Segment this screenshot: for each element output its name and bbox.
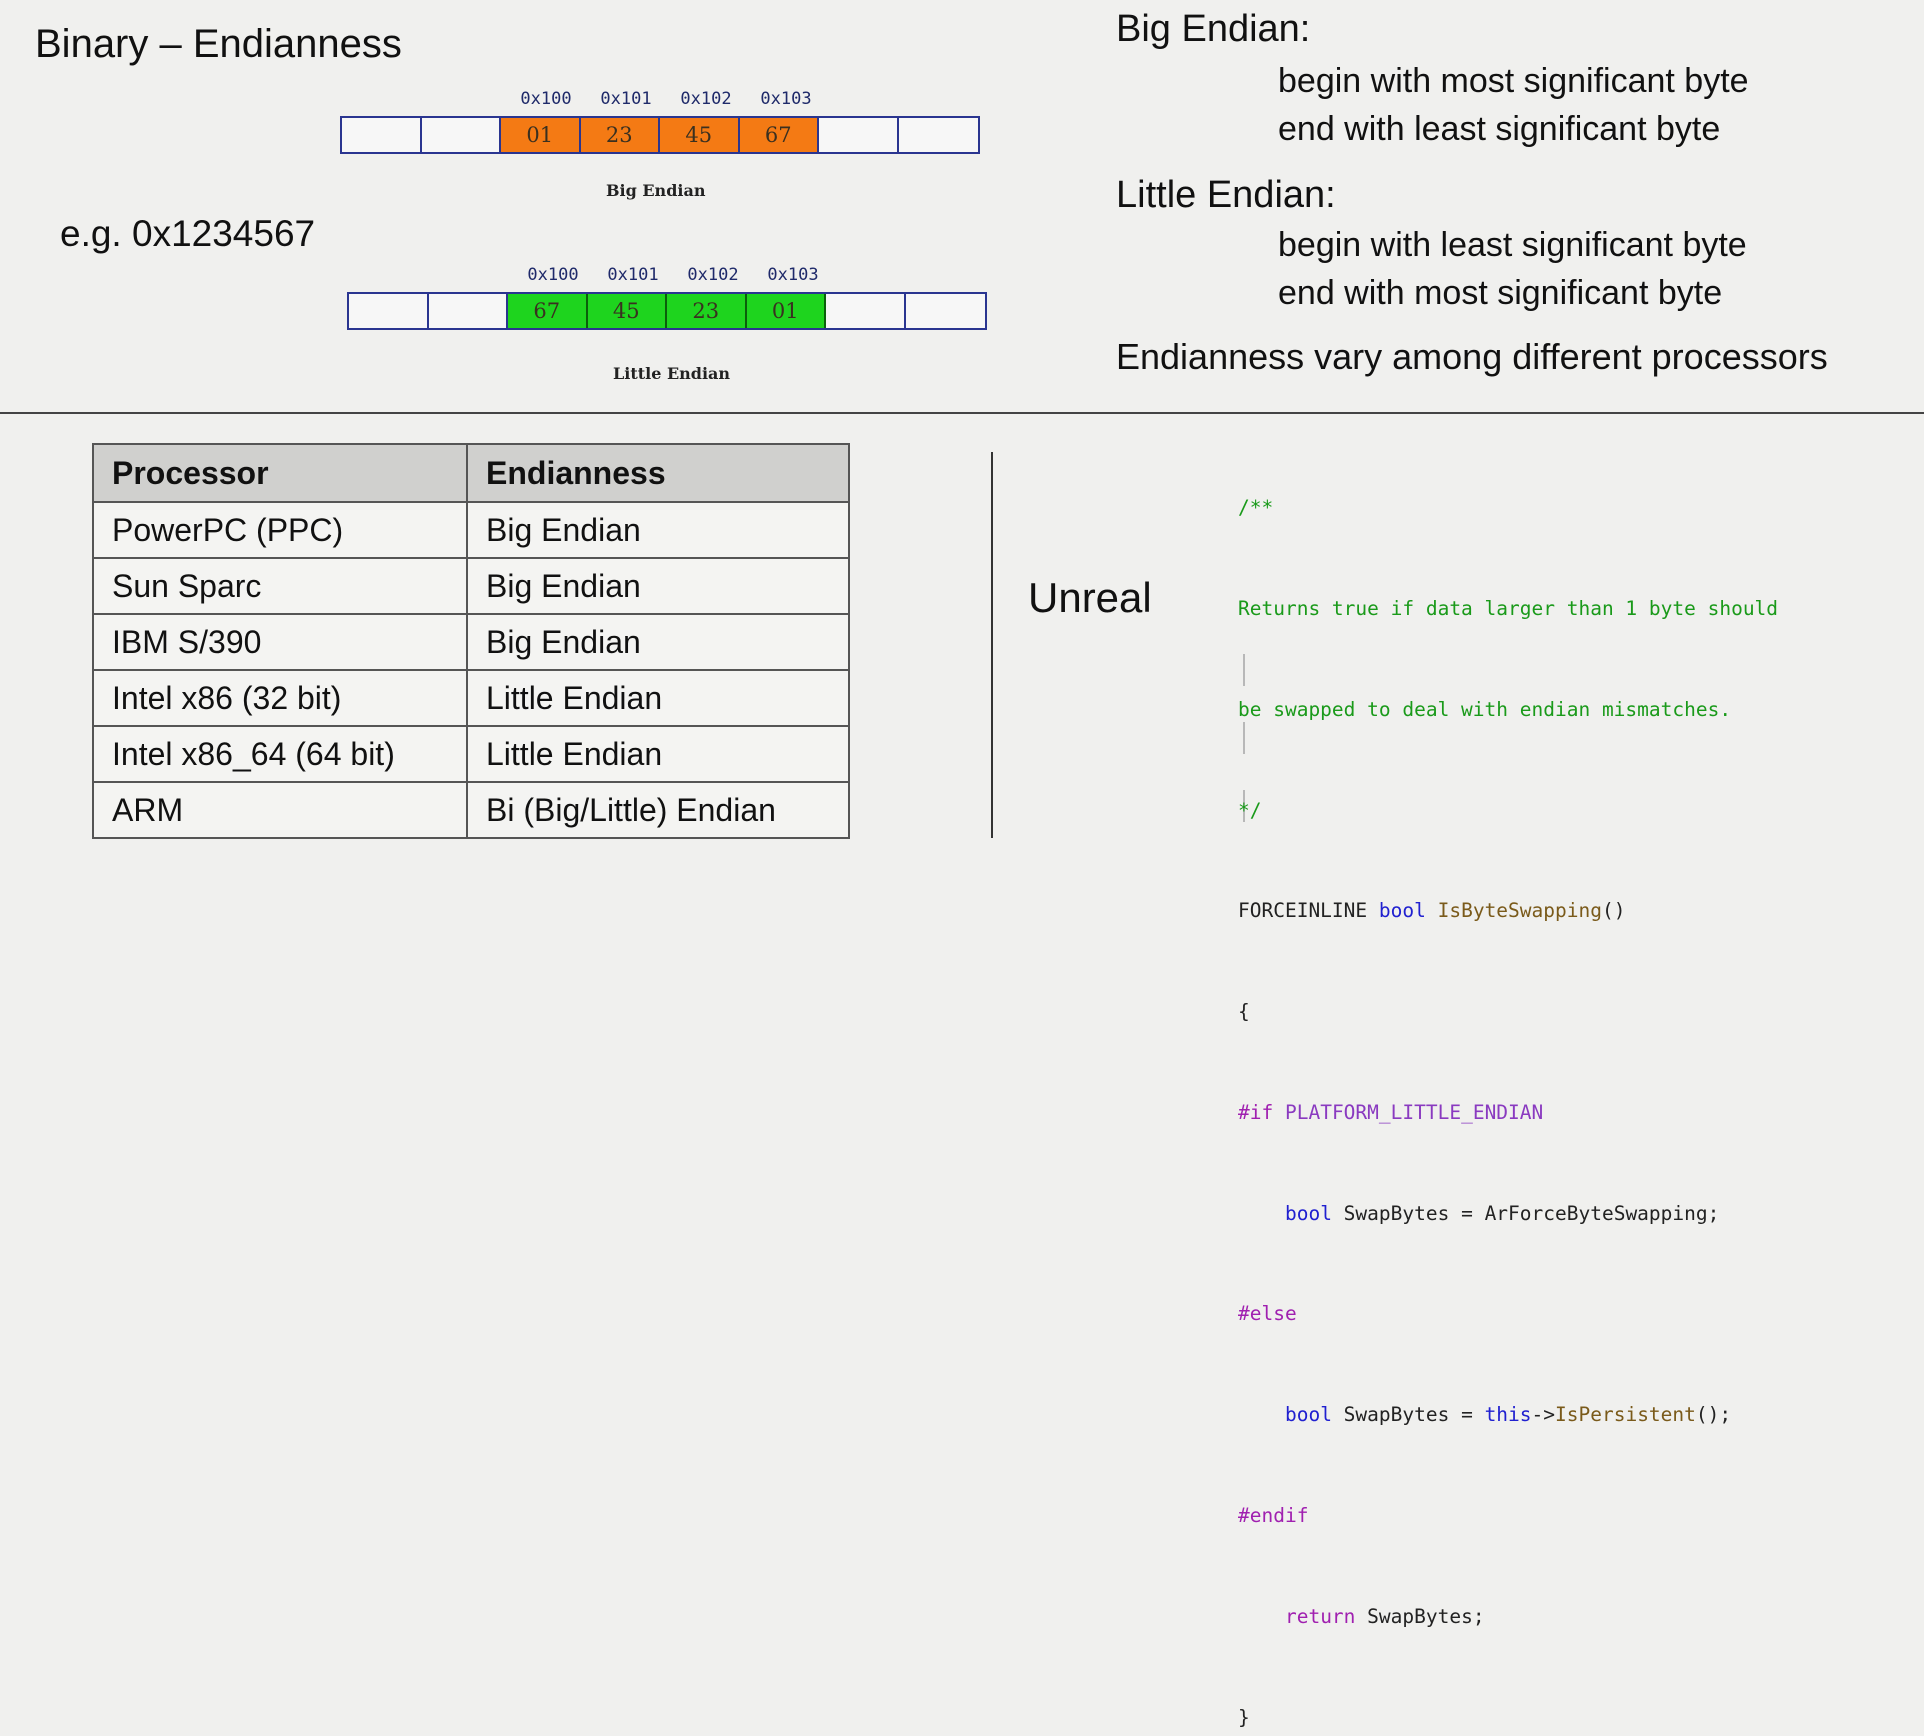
empty-byte-cell xyxy=(826,294,906,328)
byte-cell: 23 xyxy=(580,118,660,152)
empty-byte-cell xyxy=(899,118,978,152)
byte-cell: 67 xyxy=(508,294,588,328)
code-token: SwapBytes = xyxy=(1331,1403,1485,1427)
processor-cell: Intel x86_64 (64 bit) xyxy=(92,725,468,783)
processor-cell: Sun Sparc xyxy=(92,557,468,615)
code-token: bool xyxy=(1284,1403,1332,1427)
table-row: ARM Bi (Big/Little) Endian xyxy=(92,781,850,839)
little-endian-note-2: end with most significant byte xyxy=(1278,274,1723,312)
code-comment-line: */ xyxy=(1238,798,1262,822)
column-header-endianness: Endianness xyxy=(466,443,850,503)
empty-byte-cell xyxy=(349,294,429,328)
endianness-cell: Big Endian xyxy=(466,557,850,615)
empty-byte-cell xyxy=(819,118,899,152)
big-endian-heading: Big Endian: xyxy=(1116,8,1311,50)
processor-cell: PowerPC (PPC) xyxy=(92,501,468,559)
little-endian-note-1: begin with least significant byte xyxy=(1278,226,1747,264)
code-line: #endif xyxy=(1238,1504,1309,1527)
address-label: 0x101 xyxy=(600,89,652,109)
code-token: SwapBytes; xyxy=(1355,1604,1485,1628)
byte-cell: 23 xyxy=(667,294,747,328)
indent-guide xyxy=(1243,654,1245,686)
address-label: 0x102 xyxy=(687,265,739,285)
address-label: 0x101 xyxy=(607,265,659,285)
code-token: bool xyxy=(1284,1201,1332,1225)
endianness-cell: Little Endian xyxy=(466,669,850,727)
code-token: -> xyxy=(1531,1403,1556,1427)
little-endian-addresses: 0x100 0x101 0x102 0x103 xyxy=(513,265,833,285)
table-row: PowerPC (PPC) Big Endian xyxy=(92,501,850,559)
endianness-cell: Big Endian xyxy=(466,613,850,671)
code-comment-line: Returns true if data larger than 1 byte … xyxy=(1238,596,1779,620)
code-line: FORCEINLINE bool IsByteSwapping() xyxy=(1238,894,1778,928)
big-endian-memory: 01 23 45 67 xyxy=(340,116,980,154)
empty-byte-cell xyxy=(422,118,501,152)
code-token: bool xyxy=(1378,899,1426,923)
code-token: return xyxy=(1284,1604,1356,1628)
byte-cell: 01 xyxy=(501,118,581,152)
processor-cell: Intel x86 (32 bit) xyxy=(92,669,468,727)
table-row: Intel x86_64 (64 bit) Little Endian xyxy=(92,725,850,783)
table-row: Sun Sparc Big Endian xyxy=(92,557,850,615)
code-token: IsByteSwapping xyxy=(1437,899,1602,923)
code-token: ArForceByteSwapping xyxy=(1484,1201,1708,1225)
code-token: IsPersistent xyxy=(1555,1403,1696,1427)
code-line: #if PLATFORM_LITTLE_ENDIAN xyxy=(1238,1096,1778,1130)
indent-guide xyxy=(1243,790,1245,822)
little-endian-caption: Little Endian xyxy=(613,364,731,383)
section-divider xyxy=(0,412,1924,414)
code-token: (); xyxy=(1695,1403,1732,1427)
table-header-row: Processor Endianness xyxy=(92,443,850,503)
address-label: 0x103 xyxy=(760,89,812,109)
unreal-label: Unreal xyxy=(1028,574,1152,621)
code-token: #if xyxy=(1238,1100,1274,1124)
code-token: FORCEINLINE xyxy=(1238,899,1368,923)
code-line: bool SwapBytes = this->IsPersistent(); xyxy=(1238,1398,1778,1432)
address-label: 0x100 xyxy=(520,89,572,109)
big-endian-caption: Big Endian xyxy=(606,181,706,200)
big-endian-note-1: begin with most significant byte xyxy=(1278,62,1749,100)
code-token: SwapBytes = xyxy=(1331,1201,1485,1225)
unreal-code-snippet: /** Returns true if data larger than 1 b… xyxy=(1238,424,1778,1736)
empty-byte-cell xyxy=(342,118,422,152)
address-label: 0x102 xyxy=(680,89,732,109)
empty-byte-cell xyxy=(906,294,985,328)
table-row: Intel x86 (32 bit) Little Endian xyxy=(92,669,850,727)
code-token: this xyxy=(1484,1403,1532,1427)
column-header-processor: Processor xyxy=(92,443,468,503)
address-label: 0x103 xyxy=(767,265,819,285)
endianness-cell: Little Endian xyxy=(466,725,850,783)
address-label: 0x100 xyxy=(527,265,579,285)
little-endian-heading: Little Endian: xyxy=(1116,174,1336,216)
code-token: ; xyxy=(1707,1201,1720,1225)
code-line: { xyxy=(1238,1000,1250,1024)
example-value: e.g. 0x1234567 xyxy=(60,213,316,254)
table-row: IBM S/390 Big Endian xyxy=(92,613,850,671)
byte-cell: 01 xyxy=(746,294,826,328)
processor-cell: ARM xyxy=(92,781,468,839)
big-endian-addresses: 0x100 0x101 0x102 0x103 xyxy=(506,89,826,109)
code-token: PLATFORM_LITTLE_ENDIAN xyxy=(1284,1100,1544,1124)
big-endian-note-2: end with least significant byte xyxy=(1278,110,1721,148)
endianness-cell: Big Endian xyxy=(466,501,850,559)
code-line: bool SwapBytes = ArForceByteSwapping; xyxy=(1238,1197,1778,1231)
code-line: #else xyxy=(1238,1302,1297,1326)
processor-cell: IBM S/390 xyxy=(92,613,468,671)
vertical-divider xyxy=(991,452,993,838)
byte-cell: 45 xyxy=(660,118,740,152)
little-endian-memory: 67 45 23 01 xyxy=(347,292,987,330)
code-token: () xyxy=(1601,899,1626,923)
slide-title: Binary – Endianness xyxy=(35,22,402,66)
endianness-summary: Endianness vary among different processo… xyxy=(1116,336,1828,377)
code-line: } xyxy=(1238,1705,1250,1729)
code-comment-line: /** xyxy=(1238,496,1274,520)
code-line: return SwapBytes; xyxy=(1238,1600,1778,1634)
indent-guide xyxy=(1243,722,1245,754)
processor-endianness-table: Processor Endianness PowerPC (PPC) Big E… xyxy=(92,443,850,839)
byte-cell: 45 xyxy=(587,294,667,328)
code-comment-line: be swapped to deal with endian mismatche… xyxy=(1238,697,1732,721)
empty-byte-cell xyxy=(429,294,508,328)
endianness-cell: Bi (Big/Little) Endian xyxy=(466,781,850,839)
byte-cell: 67 xyxy=(739,118,819,152)
